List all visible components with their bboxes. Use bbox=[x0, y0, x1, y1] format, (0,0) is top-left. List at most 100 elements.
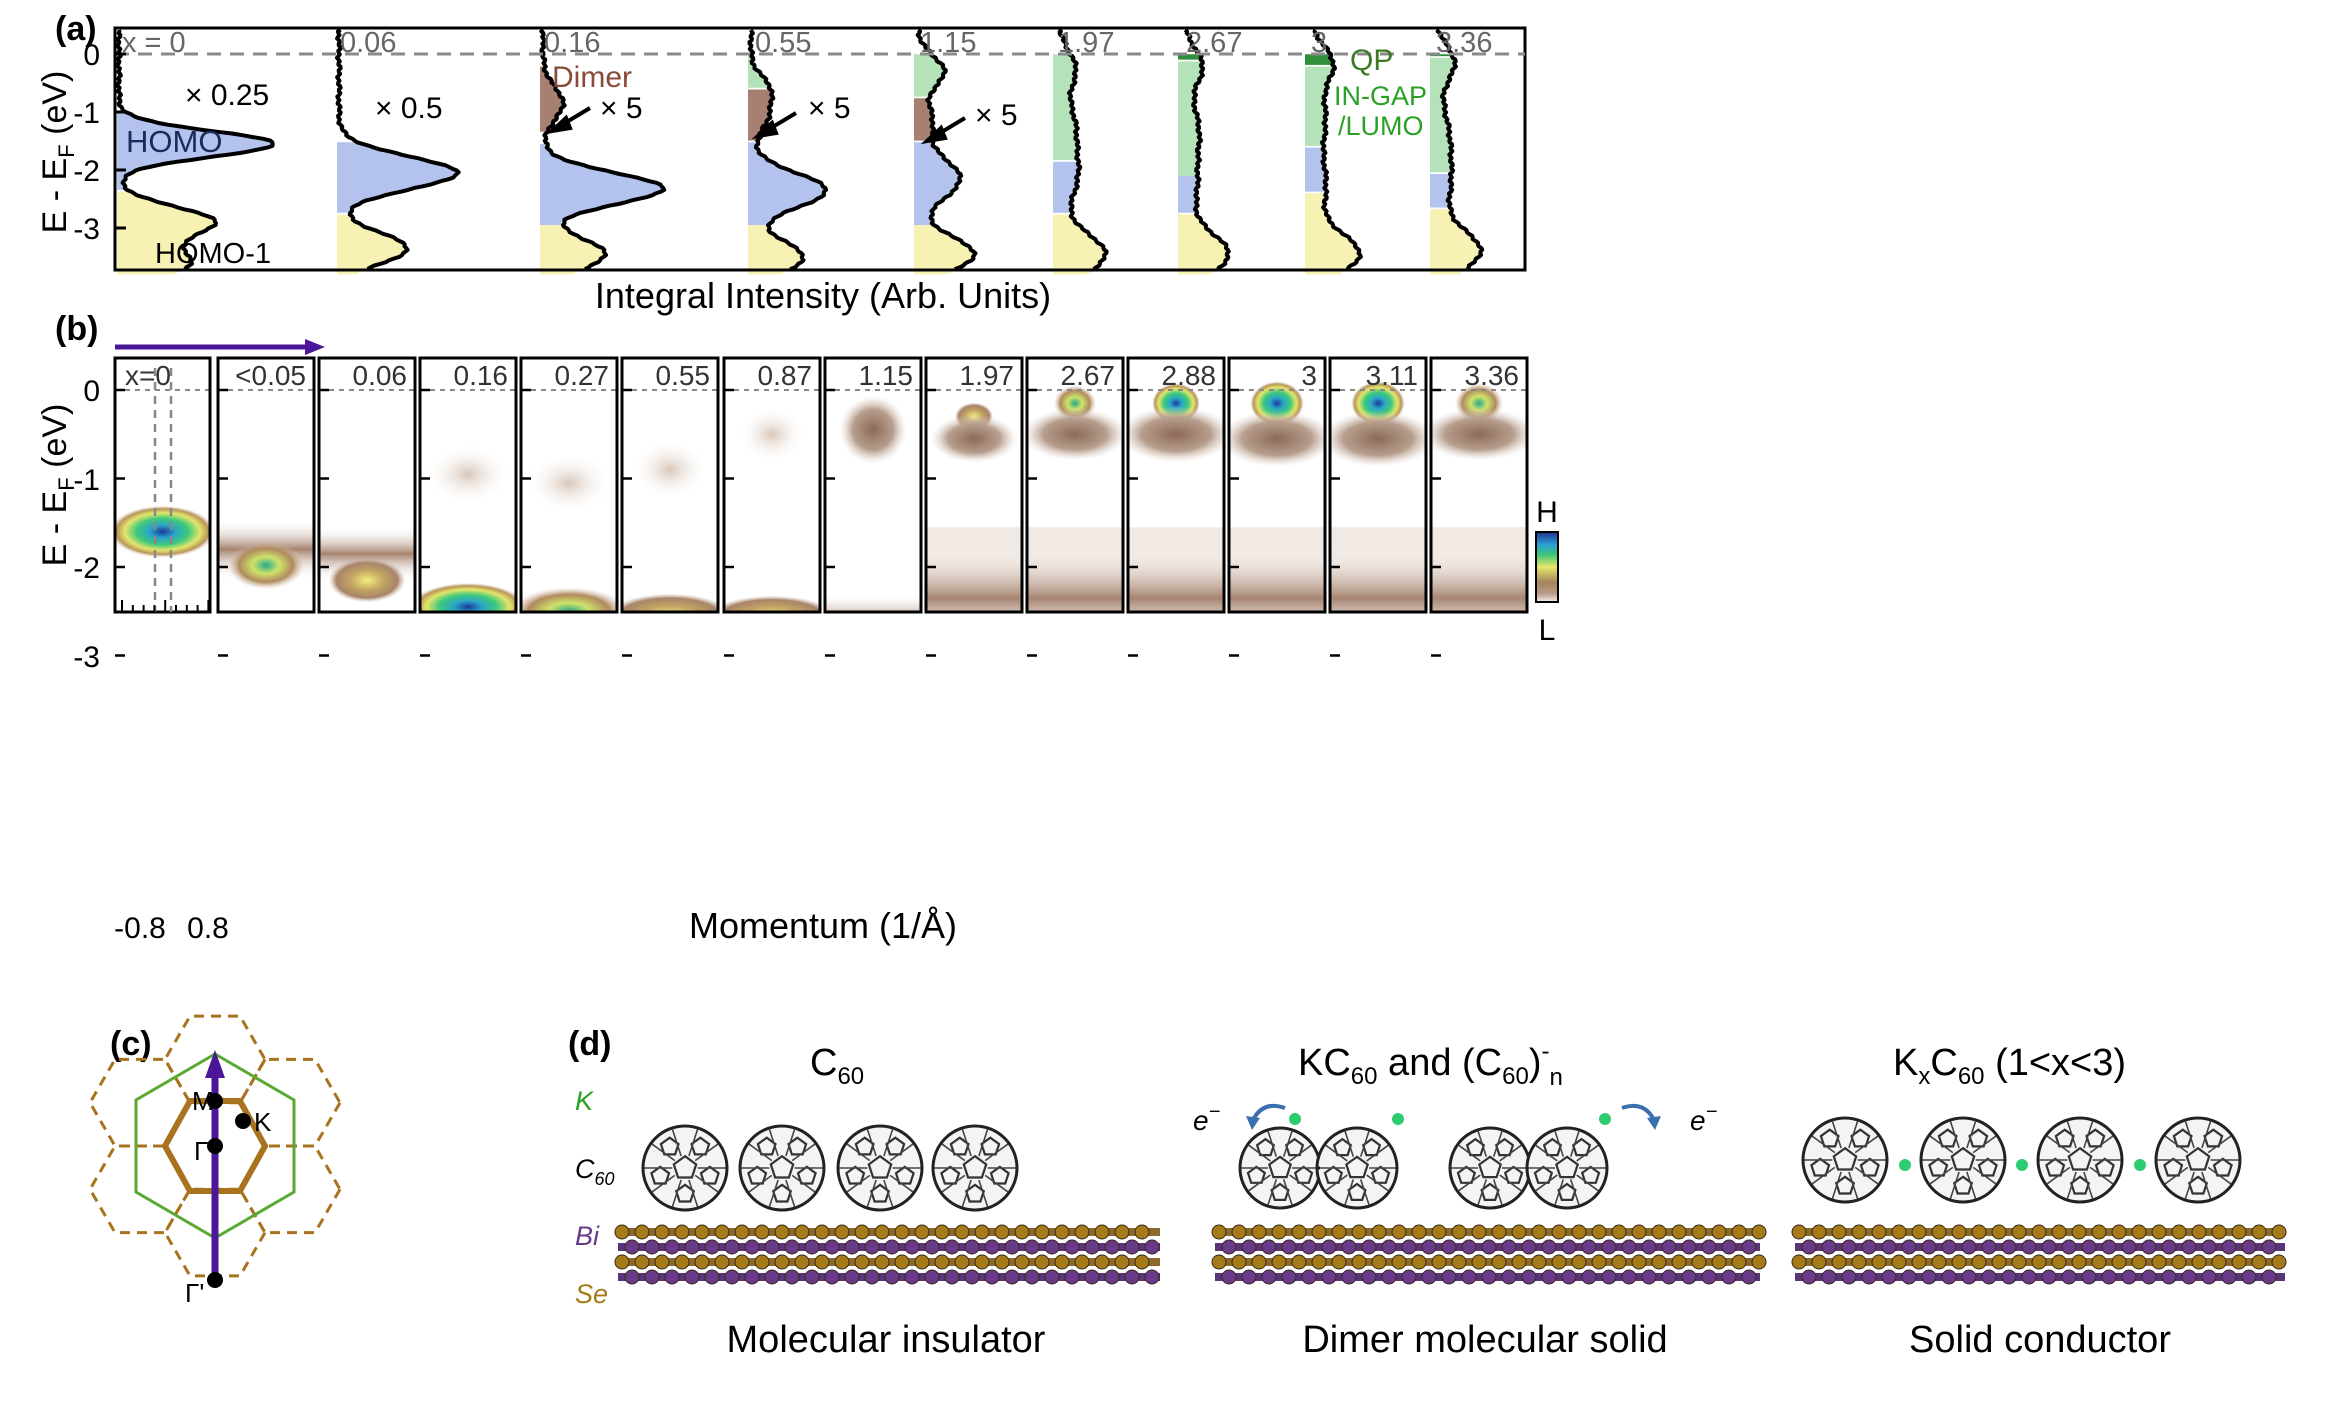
arpes-band bbox=[1027, 408, 1123, 461]
spectrum-fill-homo1 bbox=[1053, 214, 1107, 275]
x-tick-label: 0.8 bbox=[187, 912, 229, 945]
spectrum-fill-homo1 bbox=[1305, 193, 1361, 275]
bi-atom bbox=[1441, 1269, 1457, 1285]
se-atom bbox=[1811, 1224, 1827, 1240]
bi-atom bbox=[1521, 1269, 1537, 1285]
bi-atom bbox=[1501, 1239, 1517, 1255]
c60-pentagon bbox=[1928, 1157, 1949, 1177]
se-atom bbox=[854, 1224, 870, 1240]
bi-atom bbox=[1341, 1269, 1357, 1285]
ingap-label: /LUMO bbox=[1338, 111, 1424, 141]
y-tick-label: 0 bbox=[83, 39, 100, 72]
bi-atom bbox=[1481, 1269, 1497, 1285]
c60-bond bbox=[688, 1179, 699, 1207]
se-atom bbox=[1631, 1224, 1647, 1240]
bi-atom bbox=[1104, 1239, 1120, 1255]
c60-bond bbox=[1344, 1130, 1355, 1157]
bi-atom bbox=[1361, 1239, 1377, 1255]
c60-pentagon bbox=[672, 1154, 698, 1179]
spectrum-fill-ingap bbox=[914, 54, 946, 97]
se-atom bbox=[1931, 1254, 1947, 1270]
panel-a-spectra bbox=[115, 28, 1485, 275]
c60-pentagon bbox=[1810, 1157, 1831, 1177]
arpes-image-content bbox=[1330, 381, 1426, 612]
c60-pentagon bbox=[1268, 1155, 1292, 1179]
arpes-band bbox=[540, 686, 598, 722]
se-atom bbox=[1611, 1254, 1627, 1270]
se-atom bbox=[754, 1224, 770, 1240]
se-atom bbox=[2091, 1254, 2107, 1270]
arpes-band bbox=[641, 686, 699, 722]
c60-bond bbox=[2184, 1121, 2195, 1149]
bi-atom bbox=[884, 1239, 900, 1255]
scale-annotation: × 5 bbox=[975, 99, 1018, 132]
bi-atom bbox=[1721, 1239, 1737, 1255]
dimer-arrow bbox=[920, 116, 967, 145]
arpes-doping-label: 1.97 bbox=[960, 360, 1015, 391]
se-atom bbox=[774, 1254, 790, 1270]
bi-atom bbox=[744, 1269, 760, 1285]
spectrum-label: x = 0 bbox=[122, 27, 186, 59]
atom-legend: K C60 Bi Se bbox=[575, 1086, 615, 1309]
bi-atom bbox=[2001, 1269, 2017, 1285]
arpes-image: 0.06 bbox=[317, 356, 417, 657]
se-atom bbox=[2111, 1254, 2127, 1270]
colorbar-low-label: L bbox=[1539, 614, 1556, 647]
arpes-image: 1.15 bbox=[823, 356, 923, 657]
bi-atom bbox=[664, 1269, 680, 1285]
arpes-image: 1.97 bbox=[924, 356, 1024, 657]
bi-atom bbox=[1701, 1269, 1717, 1285]
bi-atom bbox=[1064, 1239, 1080, 1255]
c60-pentagon bbox=[1345, 1155, 1369, 1179]
se-atom bbox=[1851, 1224, 1867, 1240]
c60-bond bbox=[1248, 1174, 1271, 1192]
c60-bond bbox=[866, 1179, 877, 1207]
se-atom bbox=[1691, 1254, 1707, 1270]
arpes-image-content bbox=[521, 452, 617, 722]
arpes-doping-label: 0.16 bbox=[454, 360, 509, 391]
bi-atom bbox=[1501, 1269, 1517, 1285]
panel-b-y-axis-label: E - EF (eV) bbox=[36, 404, 79, 567]
se-atom bbox=[1751, 1224, 1767, 1240]
c60-pentagon bbox=[747, 1165, 768, 1185]
se-atom bbox=[1851, 1254, 1867, 1270]
c60-bond bbox=[768, 1179, 779, 1207]
se-atom bbox=[1931, 1224, 1947, 1240]
c60-bond bbox=[978, 1179, 989, 1207]
bi-atom bbox=[1741, 1269, 1757, 1285]
se-atom bbox=[2271, 1224, 2287, 1240]
c60-pentagon bbox=[1456, 1165, 1477, 1184]
c60-pentagon bbox=[1323, 1165, 1344, 1184]
bi-atom bbox=[784, 1239, 800, 1255]
bi-atom bbox=[1321, 1239, 1337, 1255]
c60-bond bbox=[846, 1143, 871, 1162]
c60-bond bbox=[978, 1129, 989, 1157]
y-tick-label: -1 bbox=[73, 464, 100, 497]
qp-label: QP bbox=[1350, 44, 1393, 77]
se-atom bbox=[914, 1224, 930, 1240]
bi-atom bbox=[984, 1269, 1000, 1285]
panel-b-y-ticks: 0 -1 -2 -3 bbox=[73, 375, 100, 674]
se-atom bbox=[1114, 1254, 1130, 1270]
bi-atom bbox=[1881, 1239, 1897, 1255]
bi-atom bbox=[2141, 1239, 2157, 1255]
se-atom bbox=[1991, 1254, 2007, 1270]
c60-pentagon bbox=[867, 1154, 893, 1179]
molecule-schematics bbox=[614, 1113, 2287, 1285]
se-atom bbox=[2051, 1224, 2067, 1240]
y-tick-label: -1 bbox=[73, 97, 100, 130]
dimer-label: Dimer bbox=[552, 61, 632, 94]
se-atom bbox=[1251, 1224, 1267, 1240]
arpes-image-frame bbox=[418, 356, 518, 614]
se-atom bbox=[1511, 1224, 1527, 1240]
arpes-band bbox=[1147, 682, 1205, 718]
bi-atom bbox=[1221, 1239, 1237, 1255]
se-atom bbox=[2151, 1254, 2167, 1270]
se-atom bbox=[1351, 1224, 1367, 1240]
arpes-band bbox=[434, 684, 501, 724]
bi-atom bbox=[1104, 1269, 1120, 1285]
se-atom bbox=[1034, 1224, 1050, 1240]
se-atom bbox=[754, 1254, 770, 1270]
se-atom bbox=[1631, 1254, 1647, 1270]
se-atom bbox=[814, 1254, 830, 1270]
